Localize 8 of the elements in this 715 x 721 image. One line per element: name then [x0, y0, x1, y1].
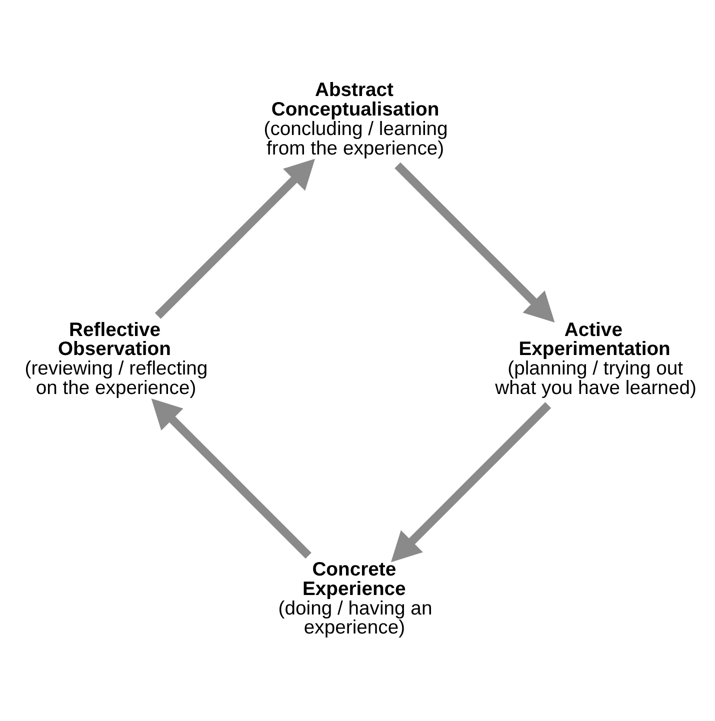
node-text: Abstract Conceptualisation (concluding / learning from the experience) — [264, 79, 448, 160]
arrow — [151, 398, 312, 559]
arrow — [390, 402, 552, 562]
arrow — [394, 162, 555, 323]
node-text: Reflective Observation (reviewing / reflecting on the experience) — [24, 318, 208, 399]
node-text: Active Experimentation (planning / trying out what you have learned) — [495, 318, 696, 399]
node-text: Concrete Experience (doing / having an experience) — [278, 558, 432, 639]
arrow — [154, 158, 316, 319]
